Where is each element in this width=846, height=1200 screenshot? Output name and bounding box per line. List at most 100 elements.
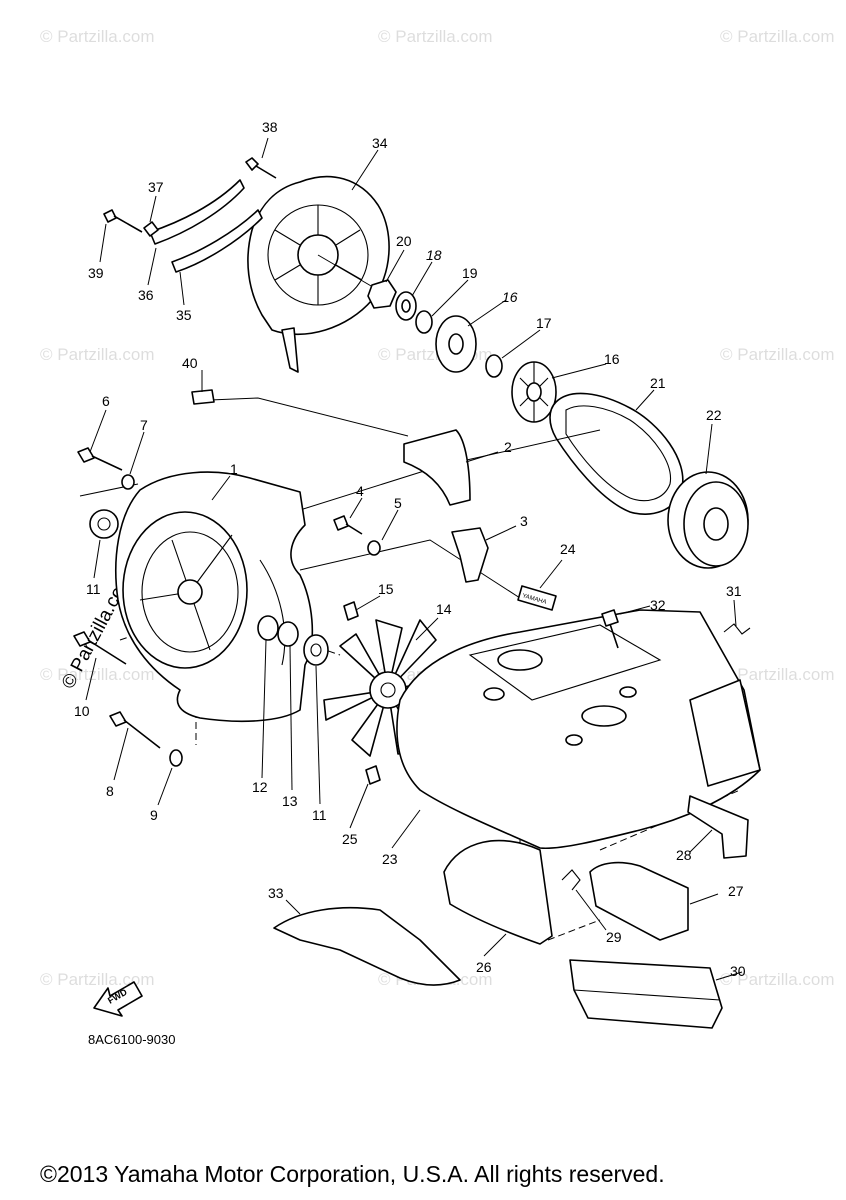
duct-cap — [403, 429, 471, 506]
washer-19 — [415, 310, 433, 334]
fan-case-struts — [139, 534, 233, 651]
shroud-port-small — [619, 686, 637, 698]
callout-30: 30 — [730, 963, 746, 979]
bearing-11-left-inner — [97, 517, 111, 531]
fan-case-inner — [141, 531, 239, 653]
leader-lines — [85, 137, 743, 981]
callout-12: 12 — [252, 779, 268, 795]
bearing-11-right — [303, 634, 329, 666]
callout-17: 17 — [536, 315, 552, 331]
shroud-port-right — [581, 705, 627, 727]
callout-21: 21 — [650, 375, 666, 391]
callout-36: 36 — [138, 287, 154, 303]
watermark: © Partzilla.com — [40, 27, 155, 46]
bolt-32 — [601, 609, 619, 649]
sheave-16b-hub — [526, 382, 542, 402]
callout-3: 3 — [520, 513, 528, 529]
fan-case-edge — [259, 559, 286, 666]
box-30 — [569, 959, 723, 1029]
callout-11-left: 11 — [86, 581, 101, 597]
seal-strip-lower — [171, 209, 263, 273]
bolt-8 — [109, 711, 161, 749]
bolt-6 — [77, 447, 123, 471]
key-15 — [343, 601, 359, 621]
watermark: © Partzilla.com — [720, 970, 835, 989]
watermark: © Partzilla.com — [378, 27, 493, 46]
grommet-25 — [365, 765, 381, 785]
spacer-17 — [485, 354, 503, 378]
callout-8: 8 — [106, 783, 114, 799]
seal-strip — [149, 179, 245, 245]
bolt-4 — [333, 515, 363, 535]
duct-28 — [687, 795, 749, 859]
pulley-cover-group — [103, 157, 749, 569]
guard-33 — [273, 906, 461, 986]
shroud-port-left — [497, 649, 543, 671]
washer-13 — [277, 621, 299, 647]
watermark: © Partzilla.com — [40, 970, 155, 989]
driven-pulley-hub — [703, 507, 729, 541]
callout-38: 38 — [262, 119, 278, 135]
callout-6: 6 — [102, 393, 110, 409]
callout-25: 25 — [342, 831, 358, 847]
callout-1: 1 — [230, 461, 238, 477]
fan-case-hub — [177, 579, 203, 605]
cover-ribs — [274, 205, 363, 305]
box-30-edge — [573, 989, 721, 1001]
callout-32: 32 — [650, 597, 666, 613]
callout-23: 23 — [382, 851, 398, 867]
fan-housing-group — [73, 389, 741, 941]
callout-2: 2 — [504, 439, 512, 455]
fan-shroud — [396, 609, 761, 850]
shaft-line — [317, 254, 379, 291]
callout-40: 40 — [182, 355, 198, 371]
callout-37: 37 — [148, 179, 164, 195]
callout-20: 20 — [396, 233, 412, 249]
callout-14: 14 — [436, 601, 452, 617]
shroud-port-small — [483, 687, 505, 701]
callout-31: 31 — [726, 583, 742, 599]
washer-9 — [169, 749, 183, 767]
bolt-10 — [73, 631, 127, 665]
bearing-11-right-inner — [310, 643, 322, 657]
shroud-port-small — [565, 734, 583, 746]
shroud-outlet — [689, 679, 761, 787]
drive-belt-inner — [565, 405, 672, 502]
callout-34: 34 — [372, 135, 388, 151]
callout-4: 4 — [356, 483, 364, 499]
duct-27 — [589, 861, 689, 941]
callouts: 38 34 37 39 36 35 20 18 19 16 17 16 21 2… — [74, 119, 746, 979]
watermark: © Partzilla.com — [720, 345, 835, 364]
clip-37 — [143, 221, 159, 237]
align-dash — [547, 919, 601, 941]
callout-7: 7 — [140, 417, 148, 433]
nut-20 — [367, 279, 397, 309]
clip-29 — [561, 869, 581, 891]
bracket — [451, 527, 489, 583]
bearing-11-left — [89, 509, 119, 539]
callout-24: 24 — [560, 541, 576, 557]
watermark: © Partzilla.com — [40, 345, 155, 364]
callout-39: 39 — [88, 265, 104, 281]
sheave-16-hub — [448, 333, 464, 355]
callout-13: 13 — [282, 793, 298, 809]
bolt-39 — [103, 209, 143, 233]
shroud-group: YAMAHA — [273, 585, 761, 1029]
callout-28: 28 — [676, 847, 692, 863]
cover-tab — [281, 327, 299, 373]
shroud-top-panel — [468, 624, 662, 701]
callout-33: 33 — [268, 885, 284, 901]
bolt-38 — [245, 157, 277, 179]
callout-27: 27 — [728, 883, 744, 899]
callout-29: 29 — [606, 929, 622, 945]
callout-5: 5 — [394, 495, 402, 511]
watermark: © Partzilla.com — [720, 27, 835, 46]
callout-18: 18 — [426, 247, 442, 263]
callout-10: 10 — [74, 703, 90, 719]
callout-19: 19 — [462, 265, 478, 281]
callout-22: 22 — [706, 407, 722, 423]
callout-35: 35 — [176, 307, 192, 323]
copyright: ©2013 Yamaha Motor Corporation, U.S.A. A… — [40, 1161, 665, 1187]
callout-11-right: 11 — [312, 807, 327, 823]
